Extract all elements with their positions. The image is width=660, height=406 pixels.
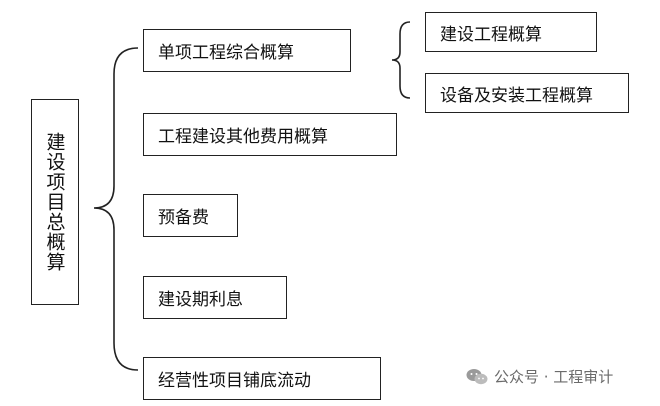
watermark-text: 公众号 · 工程审计 [494, 368, 614, 386]
main-brace [93, 47, 139, 371]
item-box-2: 工程建设其他费用概算 [143, 113, 397, 156]
item-label-1: 单项工程综合概算 [158, 43, 294, 63]
wechat-icon [466, 368, 488, 384]
item-box-3: 预备费 [143, 194, 238, 237]
item-box-1: 单项工程综合概算 [143, 29, 351, 72]
subitem-box-1: 建设工程概算 [425, 12, 597, 52]
item-label-3: 预备费 [158, 208, 209, 228]
sub-brace [391, 21, 411, 99]
subitem-label-2: 设备及安装工程概算 [440, 85, 593, 106]
root-label: 建设项目总概算 [43, 132, 66, 272]
item-box-4: 建设期利息 [143, 276, 287, 319]
item-box-5: 经营性项目铺底流动 [143, 357, 381, 400]
item-label-2: 工程建设其他费用概算 [158, 127, 328, 147]
subitem-box-2: 设备及安装工程概算 [425, 73, 629, 113]
subitem-label-1: 建设工程概算 [440, 24, 542, 45]
watermark: 公众号 · 工程审计 [466, 366, 613, 387]
item-label-4: 建设期利息 [158, 290, 243, 310]
root-node: 建设项目总概算 [31, 99, 79, 305]
item-label-5: 经营性项目铺底流动 [158, 371, 311, 391]
